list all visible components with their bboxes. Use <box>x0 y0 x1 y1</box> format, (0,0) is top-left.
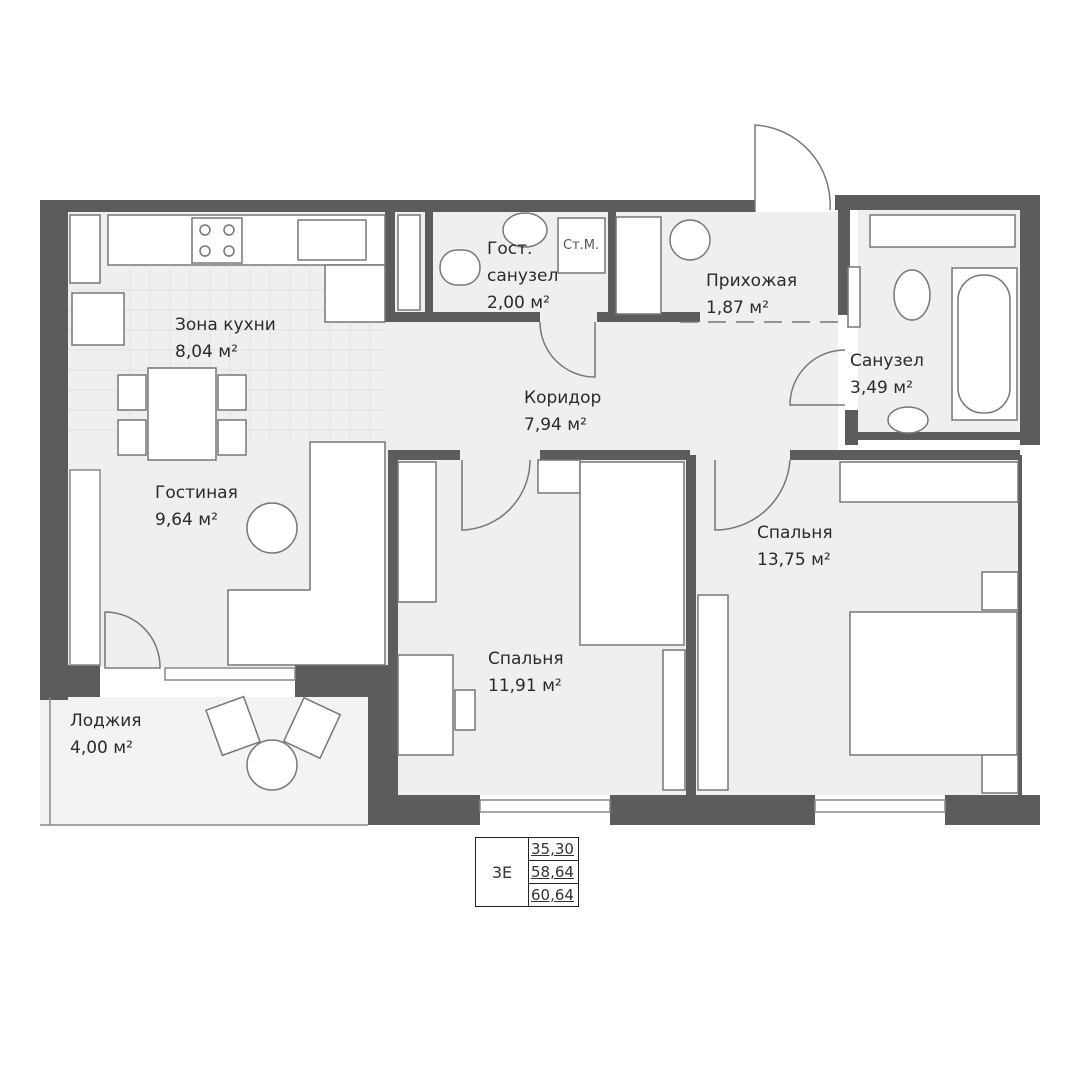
dining-table <box>147 367 217 461</box>
bed-small <box>579 461 685 646</box>
room-living: Гостиная 9,64 м² <box>155 480 238 534</box>
apartment-legend: 3E 35,30 58,64 60,64 <box>475 837 579 907</box>
room-name: Гост. <box>487 239 533 259</box>
bath-sink-icon <box>887 406 929 434</box>
sofa <box>227 441 386 666</box>
room-kitchen: Зона кухни 8,04 м² <box>175 312 276 366</box>
room-loggia: Лоджия 4,00 м² <box>70 708 142 762</box>
room-name: Зона кухни <box>175 315 276 335</box>
wardrobe <box>615 216 662 315</box>
room-name: Санузел <box>850 351 924 371</box>
room-name: Спальня <box>488 649 564 669</box>
desk <box>397 654 454 756</box>
room-name: Прихожая <box>706 271 798 291</box>
room-area: 9,64 м² <box>155 510 218 530</box>
kitchen-tile-grid <box>68 270 385 440</box>
room-name: Спальня <box>757 523 833 543</box>
loggia-table <box>246 739 298 791</box>
kitchen-sink-icon <box>297 219 367 261</box>
washing-machine-label: Ст.М. <box>563 238 600 253</box>
room-bedroom-small: Спальня 11,91 м² <box>488 646 564 700</box>
coffee-table <box>246 502 298 554</box>
room-corridor: Коридор 7,94 м² <box>524 385 601 439</box>
windows <box>40 469 946 826</box>
room-area: 2,00 м² <box>487 293 550 313</box>
room-name: Гостиная <box>155 483 238 503</box>
doors <box>104 124 846 669</box>
wardrobe-bedroom <box>839 461 1019 503</box>
room-guest-wc: Гост. санузел 2,00 м² <box>487 236 558 317</box>
room-area: 4,00 м² <box>70 738 133 758</box>
walls <box>40 195 1040 825</box>
room-bedroom-large: Спальня 13,75 м² <box>757 520 833 574</box>
room-area: 11,91 м² <box>488 676 562 696</box>
stove-icon <box>191 217 243 264</box>
room-bathroom: Санузел 3,49 м² <box>850 348 924 402</box>
toilet-bath-icon <box>893 269 931 321</box>
room-area: 1,87 м² <box>706 298 769 318</box>
furniture <box>69 212 1019 794</box>
room-area: 13,75 м² <box>757 550 831 570</box>
apartment-code: 3E <box>476 838 529 906</box>
area-living: 35,30 <box>531 840 574 858</box>
room-area: 3,49 м² <box>850 378 913 398</box>
area-total: 58,64 <box>529 860 578 883</box>
wardrobe-small <box>397 461 437 603</box>
area-with-loggia: 60,64 <box>529 883 578 906</box>
toilet-icon <box>439 249 481 286</box>
room-area: 8,04 м² <box>175 342 238 362</box>
washing-machine <box>557 217 606 274</box>
bed-large <box>849 611 1018 756</box>
room-name: санузел <box>487 266 559 286</box>
room-hall: Прихожая 1,87 м² <box>706 268 797 322</box>
room-name: Лоджия <box>70 711 142 731</box>
room-name: Коридор <box>524 388 602 408</box>
room-area: 7,94 м² <box>524 415 587 435</box>
wc-sink-icon <box>502 212 548 248</box>
